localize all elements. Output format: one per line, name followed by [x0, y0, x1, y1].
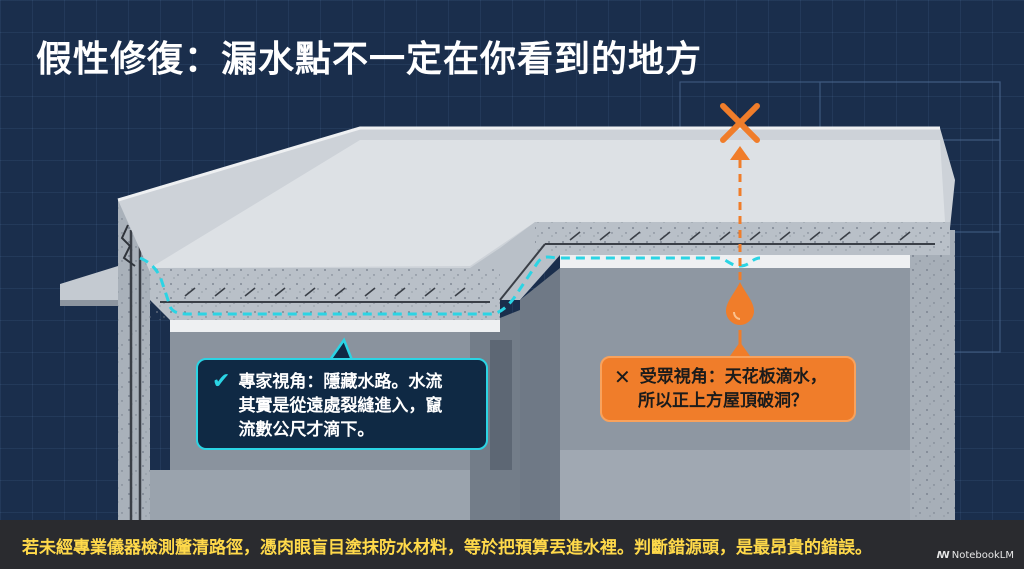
- check-icon: ✔: [212, 369, 231, 394]
- brand-name: NotebookLM: [951, 550, 1014, 561]
- expert-callout-line2: 其實是從遠處裂縫進入，竄: [238, 396, 443, 416]
- expert-perspective-callout: ✔ 專家視角：隱藏水路。水流 其實是從遠處裂縫進入，竄 流數公尺才滴下。: [196, 358, 488, 450]
- water-drop-icon: [726, 282, 754, 325]
- interior-floor-left: [150, 470, 470, 520]
- rebar-ties: [184, 231, 911, 297]
- ceiling-right: [560, 255, 910, 268]
- expert-callout-line3: 流數公尺才滴下。: [238, 420, 375, 440]
- wrong-guess-x-icon: [720, 103, 760, 143]
- public-callout-line1: 受眾視角：天花板滴水，: [639, 367, 827, 387]
- page-title: 假性修復：漏水點不一定在你看到的地方: [36, 39, 703, 80]
- left-canopy: [60, 266, 118, 300]
- interior-doorway: [490, 340, 512, 470]
- footer-text: 若未經專業儀器檢測釐清路徑，憑肉眼盲目塗抹防水材料，等於把預算丟進水裡。判斷錯源…: [22, 538, 872, 558]
- rebar-left-wall: [129, 230, 142, 520]
- right-room-side-wall: [520, 268, 560, 520]
- public-callout-line2: 所以正上方屋頂破洞？: [638, 391, 808, 411]
- footer-banner: 若未經專業儀器檢測釐清路徑，憑肉眼盲目塗抹防水材料，等於把預算丟進水裡。判斷錯源…: [0, 520, 1024, 569]
- right-room-floor: [540, 450, 930, 520]
- expert-callout-line1: 專家視角：隱藏水路。水流: [238, 372, 443, 392]
- public-perspective-callout: ✕ 受眾視角：天花板滴水， 所以正上方屋頂破洞？: [600, 356, 856, 422]
- x-icon: ✕: [614, 365, 631, 389]
- brand-logo-icon: ꟿ: [936, 550, 950, 561]
- roof-surface: [150, 140, 945, 268]
- ceiling-left: [170, 320, 500, 332]
- wall-crack: [120, 224, 136, 267]
